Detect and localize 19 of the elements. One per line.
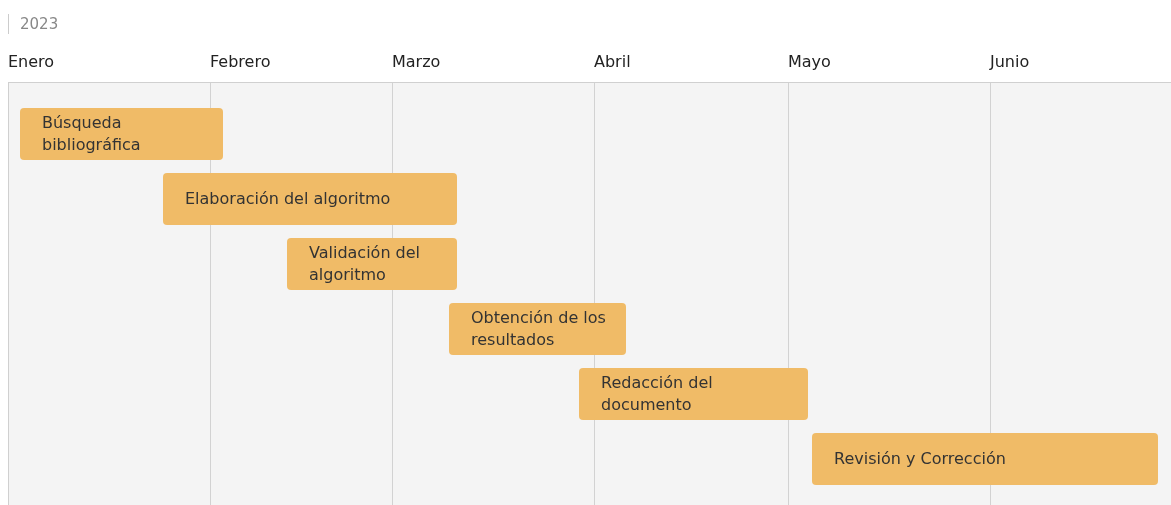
task-bar <box>449 303 626 355</box>
task-label: Revisión y Corrección <box>834 448 1006 470</box>
task-label: Obtención de los resultados <box>471 307 607 351</box>
month-label: Abril <box>594 52 631 71</box>
task-bar <box>812 433 1158 485</box>
task-bar <box>287 238 457 290</box>
task-bar <box>163 173 457 225</box>
task-bar <box>579 368 808 420</box>
month-label: Mayo <box>788 52 831 71</box>
task-bar <box>20 108 223 160</box>
month-label: Junio <box>990 52 1030 71</box>
task-label: Redacción del documento <box>601 372 714 416</box>
month-label: Febrero <box>210 52 271 71</box>
month-label: Marzo <box>392 52 441 71</box>
task-label: Elaboración del algoritmo <box>185 188 391 210</box>
task-label: Validación del algoritmo <box>309 242 422 286</box>
month-label: Enero <box>8 52 55 71</box>
year-label: 2023 <box>20 15 59 33</box>
task-label: Búsqueda bibliográfica <box>42 112 142 156</box>
